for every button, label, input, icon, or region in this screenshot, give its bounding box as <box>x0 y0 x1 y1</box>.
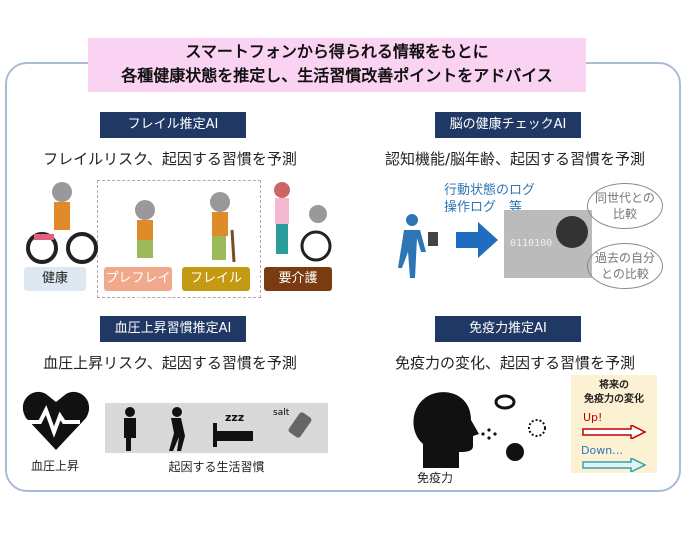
bacteria-icon <box>494 394 516 410</box>
head-profile-icon <box>413 392 479 468</box>
sleeping-bed-icon: zzz <box>213 411 253 447</box>
frailty-subtitle: フレイルリスク、起因する習慣を予測 <box>43 150 297 168</box>
bp-ai-tag: 血圧上昇習慣推定AI <box>100 316 246 342</box>
walking-person-icon <box>398 214 438 278</box>
compare-past-bubble: 過去の自分との比較 <box>587 243 663 289</box>
up-label: Up! <box>583 411 603 424</box>
arrow-right-icon <box>456 222 498 258</box>
future-immunity-panel: 将来の 免疫力の変化 Up! Down… <box>571 375 657 474</box>
future-line2: 免疫力の変化 <box>584 394 644 405</box>
headline-line1: スマートフォンから得られる情報をもとに <box>185 42 489 61</box>
bicycle-elder-icon <box>26 182 98 264</box>
habits-label: 起因する生活習慣 <box>168 460 265 474</box>
future-line1: 将来の <box>599 380 629 391</box>
brain-input-text: 行動状態のログ操作ログ 等 <box>444 182 535 216</box>
virus-outline-icon <box>528 419 546 437</box>
walking-icon <box>169 407 185 451</box>
stage-care-needed: 要介護 <box>264 267 332 291</box>
compare2-line2: との比較 <box>601 267 649 281</box>
habits-panel: zzz salt <box>105 403 328 453</box>
compare2-line1: 過去の自分 <box>594 251 655 265</box>
brain-illustrations: 0110100 <box>398 210 592 278</box>
head-label: 免疫力 <box>416 471 453 485</box>
compare-peers-bubble: 同世代との比較 <box>587 183 663 229</box>
caregiver-wheelchair-icon <box>274 182 332 262</box>
compare1-line2: 比較 <box>612 207 637 221</box>
stage-prefrail: プレフレイル <box>104 267 172 310</box>
immune-ai-tag: 免疫力推定AI <box>435 316 581 342</box>
down-arrow-icon <box>582 456 647 474</box>
stage-healthy: 健康 <box>24 267 86 291</box>
frailty-ai-tag: フレイル推定AI <box>100 112 246 138</box>
input-line2: 操作ログ 等 <box>444 200 523 215</box>
zzz-text: zzz <box>225 411 244 424</box>
compare1-line1: 同世代との <box>595 191 655 205</box>
bp-subtitle: 血圧上昇リスク、起因する習慣を予測 <box>43 354 297 372</box>
frailty-dashed-group <box>97 180 261 298</box>
virus-icon <box>506 443 524 461</box>
heart-label: 血圧上昇 <box>30 459 79 473</box>
tired-elder-icon <box>135 200 155 258</box>
frailty-illustrations <box>26 182 332 264</box>
headline-banner: スマートフォンから得られる情報をもとに 各種健康状態を推定し、生活習慣改善ポイン… <box>88 38 586 92</box>
brain-ai-tag: 脳の健康チェックAI <box>435 112 581 138</box>
brain-subtitle: 認知機能/脳年齢、起因する習慣を予測 <box>384 150 646 168</box>
immune-illustrations <box>413 392 546 468</box>
heart-pulse-icon <box>22 391 90 450</box>
headline-line2: 各種健康状態を推定し、生活習慣改善ポイントをアドバイス <box>121 66 553 85</box>
salt-shaker-icon <box>288 412 312 438</box>
immune-subtitle: 免疫力の変化、起因する習慣を予測 <box>394 354 635 372</box>
droplets-icon <box>481 428 497 440</box>
salt-text: salt <box>273 408 290 418</box>
cane-elder-icon <box>210 192 236 263</box>
stage-frail: フレイル <box>182 267 250 291</box>
input-line1: 行動状態のログ <box>444 183 536 198</box>
up-arrow-icon <box>582 423 647 441</box>
stomach-person-icon <box>124 407 136 451</box>
down-label: Down… <box>581 444 624 457</box>
svg-text:0110100: 0110100 <box>510 238 552 249</box>
